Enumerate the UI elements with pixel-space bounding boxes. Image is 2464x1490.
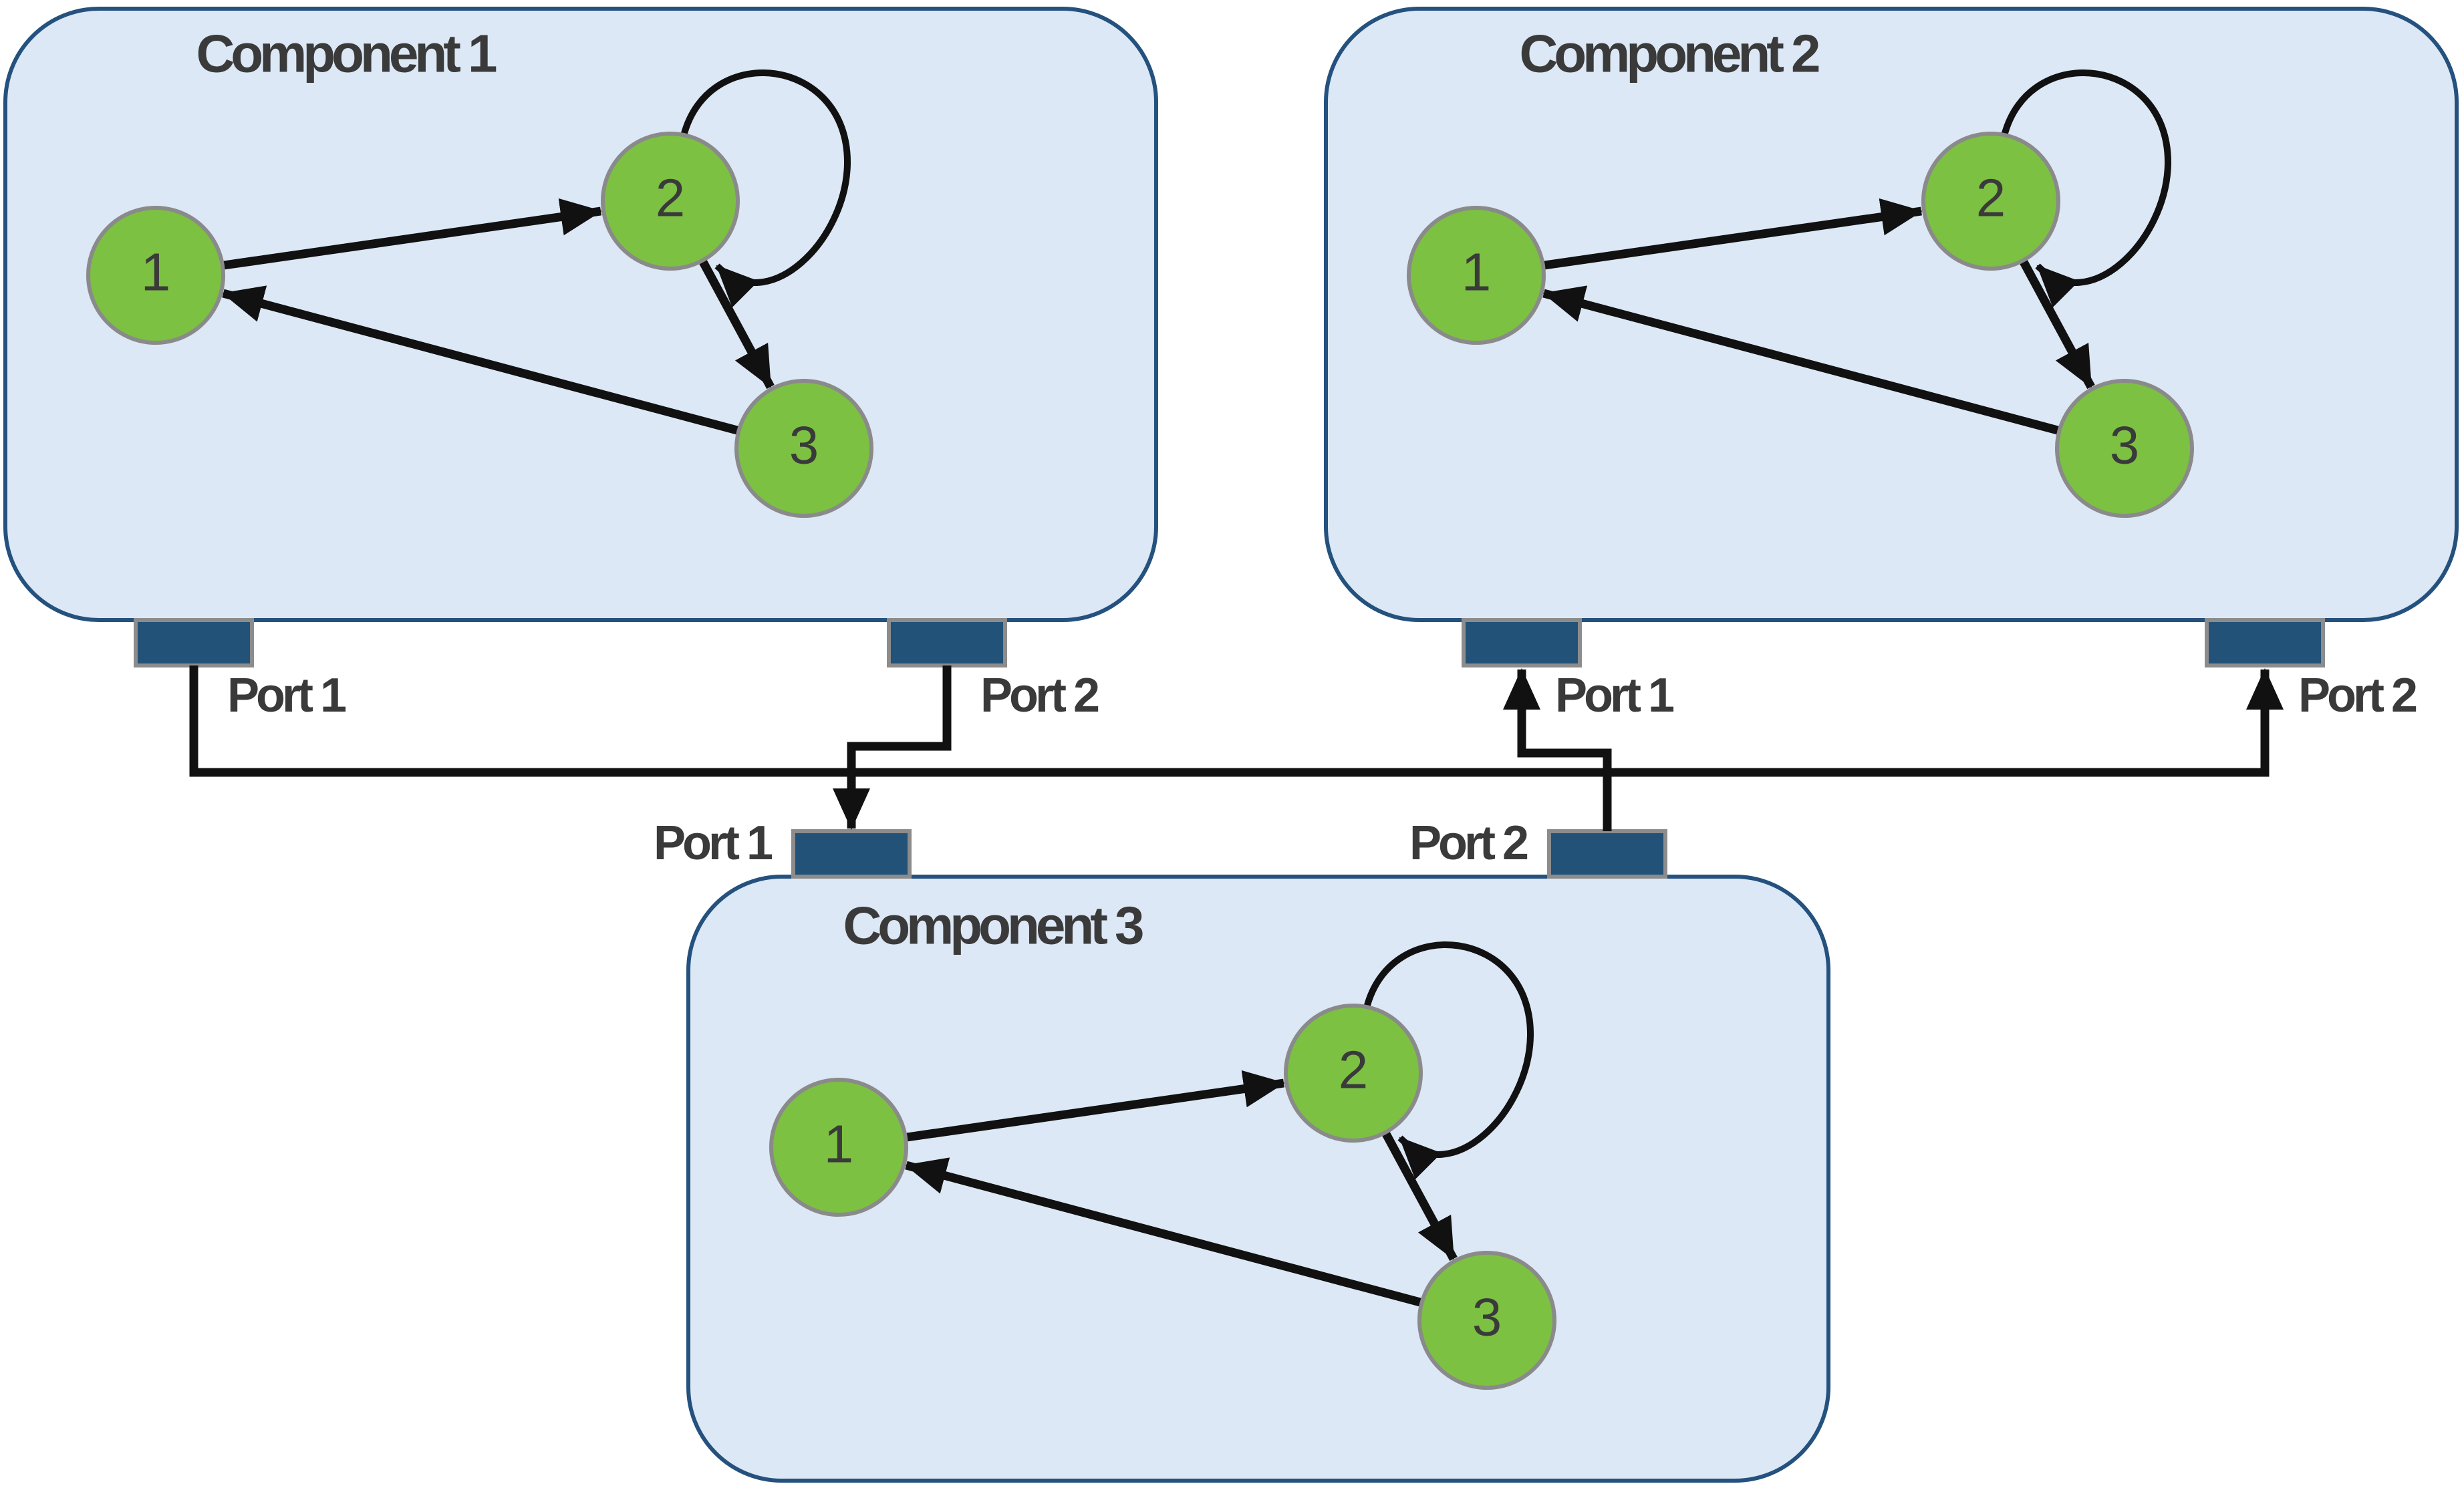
c2-node-2 <box>1921 132 2060 271</box>
c2-port-1-label: Port 1 <box>1555 669 1674 722</box>
c3-edge-2-3 <box>1382 1131 1458 1261</box>
wire-c3-port2-to-c2-port1 <box>1503 668 1612 831</box>
c2-node-3 <box>2055 379 2194 518</box>
c1-port-1 <box>134 618 254 667</box>
c1-node-1-label: 1 <box>141 243 171 302</box>
c1-port-1-label: Port 1 <box>227 669 346 722</box>
c3-self-loop-2 <box>1363 941 1534 1180</box>
c3-node-2-label: 2 <box>1339 1040 1369 1100</box>
c3-node-3 <box>1417 1251 1556 1390</box>
c2-edge-1-2 <box>1544 198 1923 270</box>
c2-edge-2-3 <box>2020 259 2095 390</box>
component-3-title: Component 3 <box>843 896 1143 955</box>
component-1: Component 1 1 2 3 Port 1 Port 2 <box>3 7 1158 722</box>
c2-port-2 <box>2205 618 2325 667</box>
c2-node-3-label: 3 <box>2110 416 2140 475</box>
component-2-title: Component 2 <box>1519 24 1819 84</box>
c2-node-2-label: 2 <box>1976 168 2006 228</box>
c2-node-1-label: 1 <box>1462 243 1492 302</box>
c3-port-2 <box>1547 829 1667 879</box>
c1-self-loop-2 <box>680 69 851 308</box>
component-3: Component 3 1 2 3 Port 1 Port 2 <box>654 816 1830 1483</box>
c1-node-3-label: 3 <box>789 416 819 475</box>
c1-port-2 <box>887 618 1007 667</box>
c3-node-3-label: 3 <box>1472 1288 1502 1347</box>
component-1-title: Component 1 <box>196 24 497 84</box>
c3-edge-1-2 <box>906 1070 1285 1142</box>
c2-node-1 <box>1407 206 1546 345</box>
c3-edge-3-1 <box>905 1157 1421 1307</box>
c1-port-2-label: Port 2 <box>980 669 1099 722</box>
wire-c1-port2-to-c3-port1 <box>833 665 952 830</box>
c3-port-2-label: Port 2 <box>1409 816 1528 870</box>
c2-port-2-label: Port 2 <box>2298 669 2417 722</box>
c3-node-1 <box>769 1078 908 1217</box>
c1-edge-2-3 <box>699 259 775 390</box>
c3-port-1-label: Port 1 <box>654 816 773 870</box>
c1-node-2 <box>601 132 740 271</box>
c3-node-1-label: 1 <box>824 1114 854 1174</box>
c3-port-1 <box>791 829 912 879</box>
c1-edge-1-2 <box>223 198 602 270</box>
c1-node-1 <box>86 206 225 345</box>
c2-port-1 <box>1462 618 1582 667</box>
wire-c1-port1-to-c2-port2 <box>189 665 2284 777</box>
c2-edge-3-1 <box>1542 285 2059 435</box>
c1-node-3 <box>734 379 873 518</box>
c3-node-2 <box>1284 1004 1423 1143</box>
c1-node-2-label: 2 <box>656 168 686 228</box>
c1-edge-3-1 <box>222 285 738 435</box>
component-2: Component 2 1 2 3 Port 1 Port 2 <box>1324 7 2459 722</box>
c2-self-loop-2 <box>2001 69 2172 308</box>
